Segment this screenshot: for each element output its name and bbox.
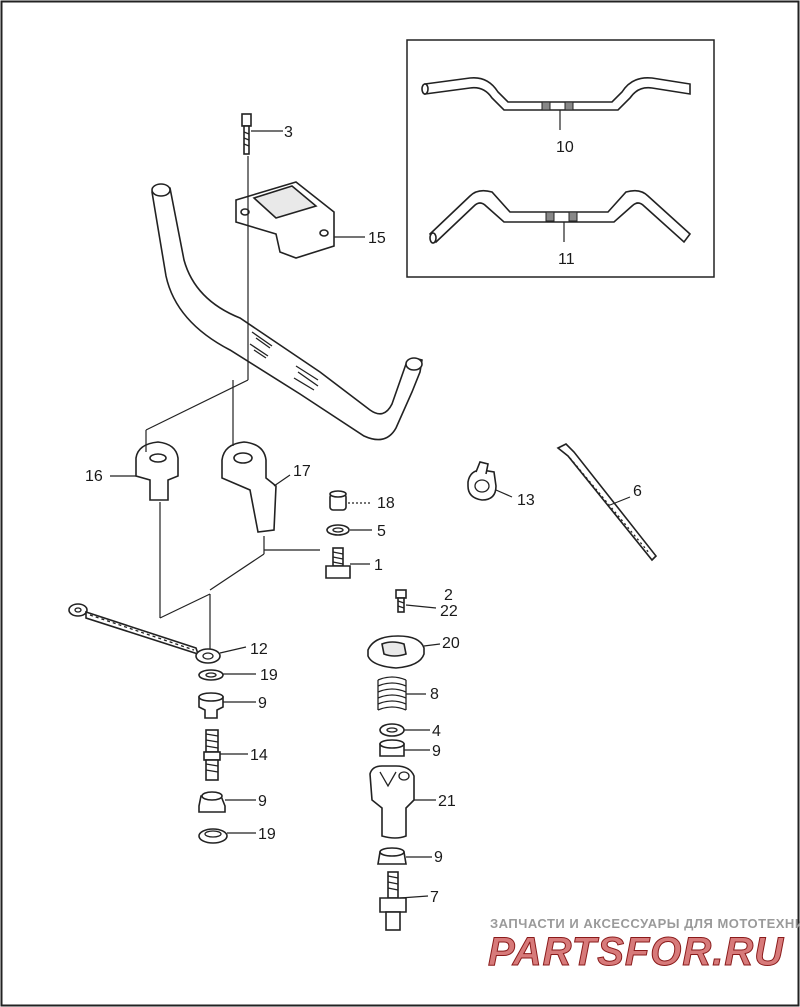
bolt-1 [325, 547, 370, 579]
callout-1: 1 [374, 557, 383, 574]
callout-15: 15 [368, 230, 386, 247]
body-21 [369, 765, 436, 839]
washer-5 [326, 524, 372, 536]
watermark-logo: PARTSFOR.RU [488, 930, 784, 974]
bushing-18 [329, 490, 372, 511]
callout-12: 12 [250, 641, 268, 658]
callout-5: 5 [377, 523, 386, 540]
clamp-cap-15 [235, 181, 365, 259]
callout-19-lower: 19 [258, 826, 276, 843]
stud-7 [379, 871, 429, 931]
knurl-right [293, 365, 319, 391]
bushing-9-right-upper [379, 739, 430, 757]
spring-8 [377, 676, 426, 711]
callout-4: 4 [432, 723, 441, 740]
handlebar-10 [421, 76, 691, 130]
callout-21: 21 [438, 793, 456, 810]
callout-9-right-upper: 9 [432, 743, 441, 760]
bushing-9-left-upper [198, 692, 256, 719]
callout-20: 20 [442, 635, 460, 652]
handlebar-11 [428, 189, 692, 244]
callout-11: 11 [558, 251, 575, 268]
bushing-9-right-lower [377, 847, 432, 865]
callout-14: 14 [250, 747, 268, 764]
callout-10: 10 [556, 139, 574, 156]
washer-19-upper [198, 669, 256, 681]
bushing-9-left-lower [198, 791, 256, 813]
riser-16 [110, 441, 179, 501]
callout-7: 7 [430, 889, 439, 906]
callout-9-left-upper: 9 [258, 695, 267, 712]
knob-20 [367, 635, 441, 669]
ground-strap-12 [68, 603, 247, 664]
callout-6: 6 [633, 483, 642, 500]
callout-9-right-lower: 9 [434, 849, 443, 866]
callout-13: 13 [517, 492, 535, 509]
washer-4 [379, 723, 430, 737]
callout-22: 22 [440, 603, 458, 620]
stud-14 [203, 729, 248, 781]
cable-tie-6 [556, 443, 658, 562]
knurl-left [249, 331, 273, 359]
callout-18: 18 [377, 495, 395, 512]
callout-19-upper: 19 [260, 667, 278, 684]
riser-17 [221, 441, 291, 533]
callout-16: 16 [85, 468, 103, 485]
bolt-3 [241, 113, 283, 155]
clip-13 [467, 461, 513, 501]
screw-22 [395, 589, 437, 613]
callout-2: 2 [444, 587, 453, 604]
assembly-lines [145, 156, 320, 650]
callout-3: 3 [284, 124, 293, 141]
callout-8: 8 [430, 686, 439, 703]
watermark: ЗАПЧАСТИ И АКСЕССУАРЫ ДЛЯ МОТОТЕХНИКИ PA… [488, 916, 800, 975]
watermark-tagline: ЗАПЧАСТИ И АКСЕССУАРЫ ДЛЯ МОТОТЕХНИКИ [490, 916, 800, 931]
callout-17: 17 [293, 463, 311, 480]
callout-labels: 3 15 16 17 18 5 1 13 6 2 22 12 20 19 8 9… [85, 124, 642, 906]
main-handlebar [151, 183, 423, 441]
callout-9-left-lower: 9 [258, 793, 267, 810]
washer-19-lower [198, 828, 256, 844]
alternate-handlebars-inset: 10 11 [406, 39, 715, 278]
